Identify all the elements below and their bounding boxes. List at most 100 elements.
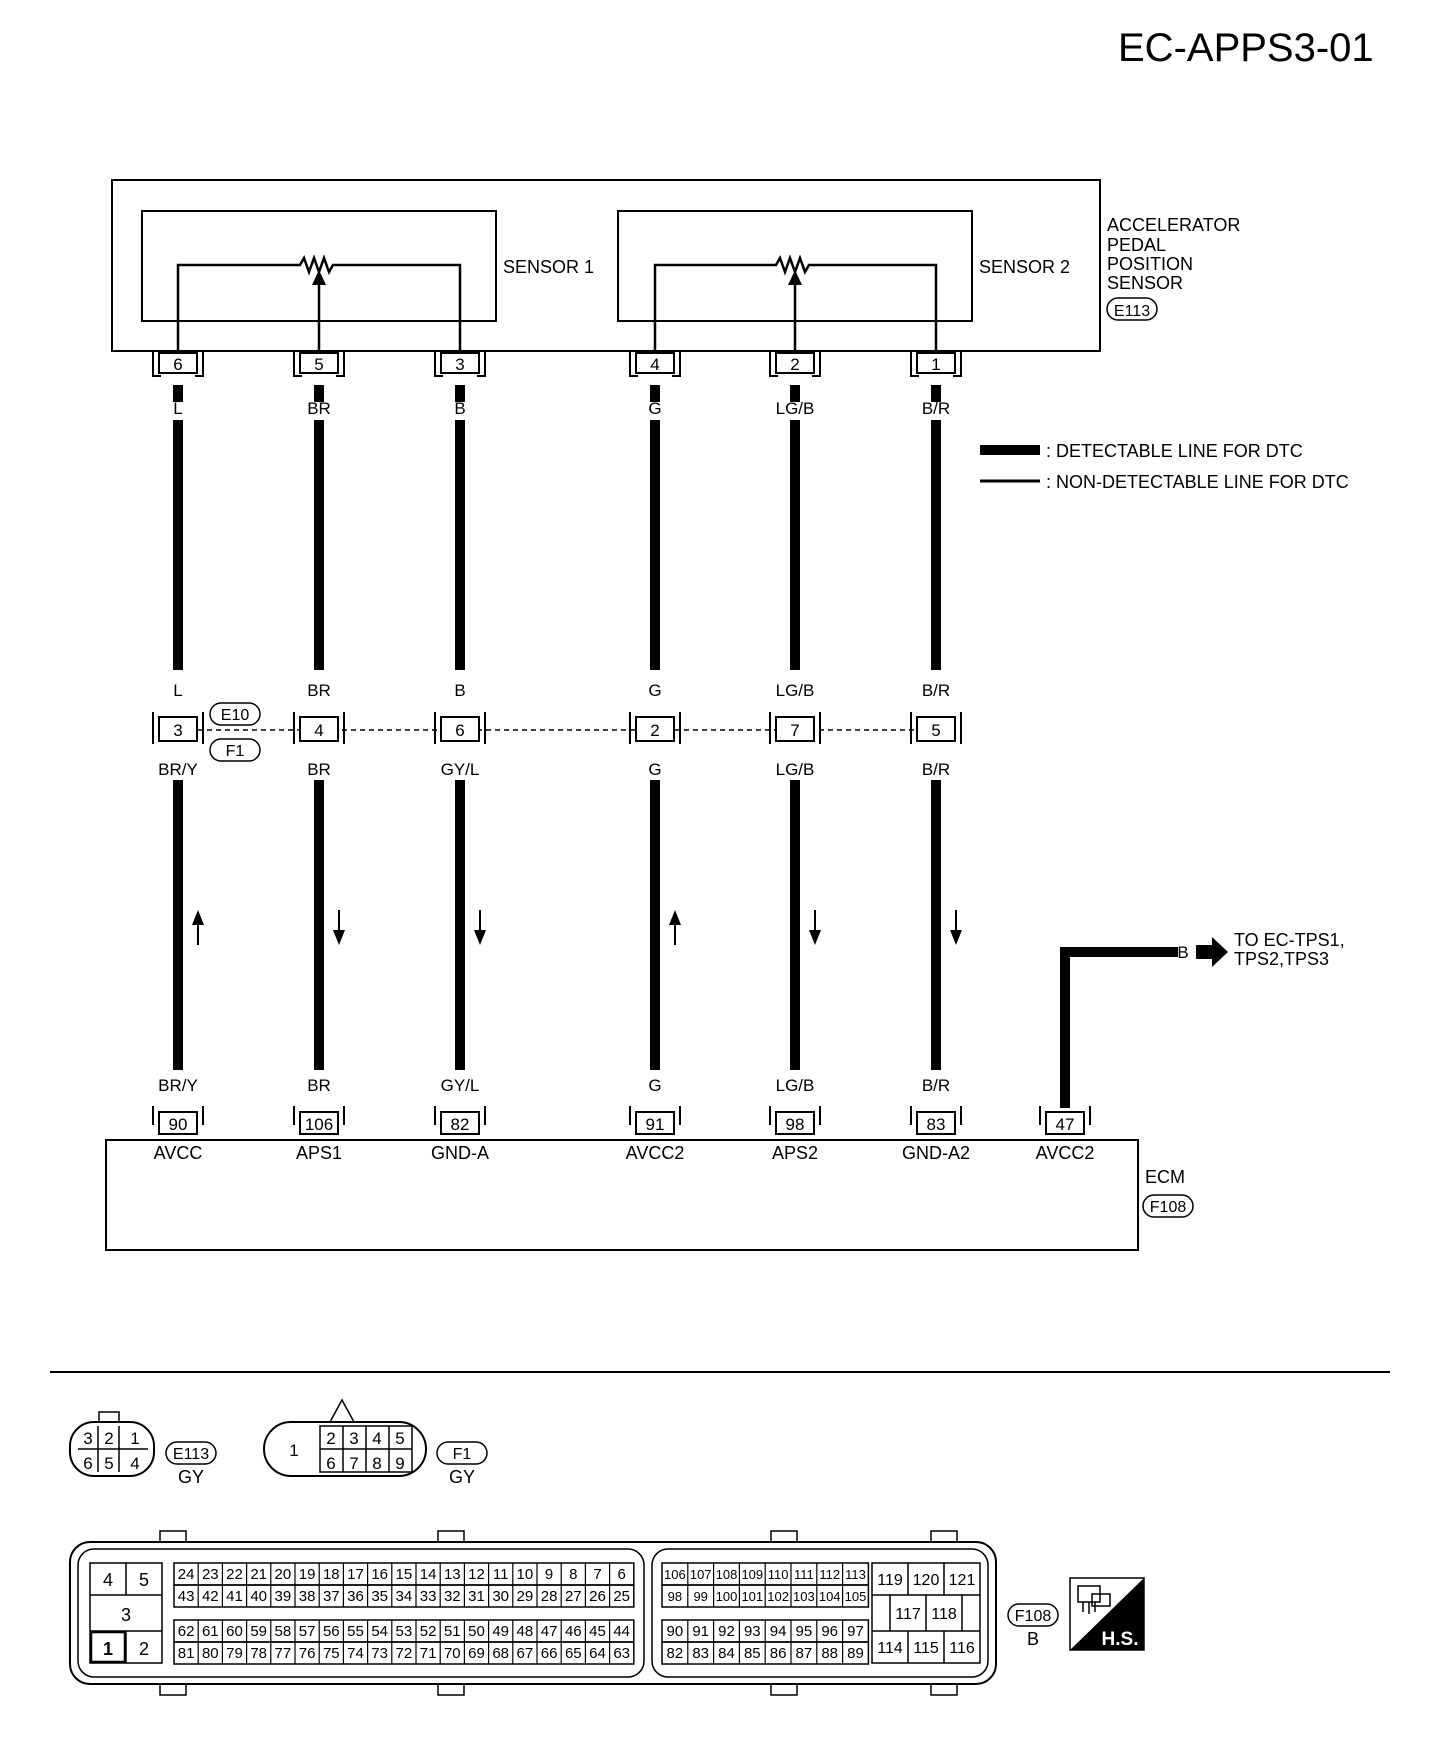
f108-pin: 118	[931, 1606, 957, 1623]
ecm-pin-0: 90	[152, 1106, 204, 1135]
f108-pin: 36	[347, 1588, 364, 1605]
legend-detectable: : DETECTABLE LINE FOR DTC	[1046, 441, 1303, 461]
wire-top-color: L	[173, 399, 182, 418]
f108-pin: 56	[323, 1623, 340, 1640]
sensor-pin-4: 2	[769, 351, 821, 377]
junction-pin-2: 6	[434, 712, 486, 744]
wire-mid-color-top: B/R	[922, 681, 950, 700]
wire-top-color: B	[454, 399, 465, 418]
e113-color: GY	[178, 1467, 204, 1487]
f108-pin: 52	[420, 1623, 437, 1640]
f108-pin: 38	[299, 1588, 316, 1605]
wire-mid-color-top: LG/B	[776, 681, 815, 700]
f108-pin: 4	[103, 1570, 113, 1590]
wire-mid-color-bottom: LG/B	[776, 760, 815, 779]
wire-mid-color-bottom: BR	[307, 760, 331, 779]
f108-pin: 78	[250, 1645, 267, 1662]
f108-pin: 100	[716, 1589, 738, 1604]
wire-mid-color-top: L	[173, 681, 182, 700]
sensor-pin-2: 3	[434, 351, 486, 377]
wire-mid-color-bottom: B/R	[922, 760, 950, 779]
f108-pin: 76	[299, 1645, 316, 1662]
f108-pin: 24	[178, 1566, 195, 1583]
f108-pin: 96	[821, 1623, 838, 1640]
f108-pin: 19	[299, 1566, 316, 1583]
wire-top-color: B/R	[922, 399, 950, 418]
f108-pin: 87	[796, 1645, 813, 1662]
f108-color: B	[1027, 1629, 1039, 1649]
sensor-pin-0: 6	[152, 351, 204, 377]
sensor2-wiper-arrow	[788, 270, 802, 285]
f108-pin: 33	[420, 1588, 437, 1605]
f108-pin: 34	[396, 1588, 413, 1605]
junction-pin-number: 2	[650, 721, 659, 740]
f108-pin: 83	[692, 1645, 709, 1662]
f108-pin: 14	[420, 1566, 437, 1583]
sensor-pin-5: 1	[910, 351, 962, 377]
f108-pin: 43	[178, 1588, 195, 1605]
ecm-pin-number: 90	[169, 1115, 188, 1134]
e113-id: E113	[173, 1446, 209, 1463]
f108-pin: 79	[226, 1645, 243, 1662]
sensor-pin-5-number: 1	[931, 355, 940, 374]
e113-pin: 2	[104, 1429, 113, 1448]
f108-pin: 1	[103, 1639, 113, 1659]
f108-pin: 10	[517, 1566, 534, 1583]
wire-bottom-color: GY/L	[441, 1076, 480, 1095]
f108-pin: 6	[618, 1566, 626, 1583]
sensor-name-line-2: PEDAL	[1107, 235, 1166, 255]
sensor-pin-4-number: 2	[790, 355, 799, 374]
page-title: EC-APPS3-01	[1118, 26, 1374, 70]
f108-pin-row	[173, 1584, 635, 1608]
sensor-pin-0-number: 6	[173, 355, 182, 374]
junction-lower-badge	[209, 738, 261, 762]
flow-down-arrow-head	[474, 930, 486, 945]
f108-pin: 31	[468, 1588, 485, 1605]
f108-pin: 13	[444, 1566, 461, 1583]
f108-pin: 18	[323, 1566, 340, 1583]
f108-pin: 112	[819, 1567, 840, 1582]
f108-pin: 62	[178, 1623, 195, 1640]
f108-pin: 59	[250, 1623, 267, 1640]
f108-pin: 72	[396, 1645, 413, 1662]
junction-pin-5: 5	[910, 712, 962, 744]
f108-pin: 114	[877, 1640, 903, 1657]
f108-pin: 85	[744, 1645, 761, 1662]
f108-id: F108	[1015, 1608, 1052, 1625]
ecm-pin-label: APS1	[296, 1143, 342, 1163]
f108-pin: 51	[444, 1623, 461, 1640]
wire-bottom-color: B/R	[922, 1076, 950, 1095]
ecm-pin-label: GND-A	[431, 1143, 489, 1163]
wires: 6LL3BR/YBR/Y90AVCC5BRBR4BRBR106APS13BB6G…	[152, 351, 970, 1163]
f108-pin: 111	[794, 1567, 814, 1582]
f108-pin: 63	[613, 1645, 630, 1662]
wire-top-color: LG/B	[776, 399, 815, 418]
f108-pin: 55	[347, 1623, 364, 1640]
f108-pin: 67	[517, 1645, 534, 1662]
f108-pin: 99	[693, 1589, 707, 1604]
wire-mid-color-top: BR	[307, 681, 331, 700]
f108-pin: 104	[819, 1589, 841, 1604]
sensor-pin-3-number: 4	[650, 355, 659, 374]
f108-pin: 28	[541, 1588, 558, 1605]
flow-down-arrow-head	[333, 930, 345, 945]
e113-pin: 6	[83, 1454, 92, 1473]
junction-pin-4: 7	[769, 712, 821, 744]
f108-pin: 15	[396, 1566, 413, 1583]
e113-pin: 5	[104, 1454, 113, 1473]
ecm-pin-number: 83	[927, 1115, 946, 1134]
sensor-connector-badge	[1106, 297, 1158, 321]
ecm-pin-number: 106	[305, 1115, 333, 1134]
junction-pin-0: 3	[152, 712, 204, 744]
extra-wire-destination-2: TPS2,TPS3	[1234, 949, 1329, 969]
wire-top-color: G	[648, 399, 661, 418]
f108-pin: 53	[396, 1623, 413, 1640]
f108-pin: 110	[768, 1567, 789, 1582]
f108-pin: 117	[895, 1606, 921, 1623]
f108-pin: 107	[690, 1567, 712, 1582]
f108-pin: 102	[767, 1589, 789, 1604]
ecm-pin-number: 82	[451, 1115, 470, 1134]
